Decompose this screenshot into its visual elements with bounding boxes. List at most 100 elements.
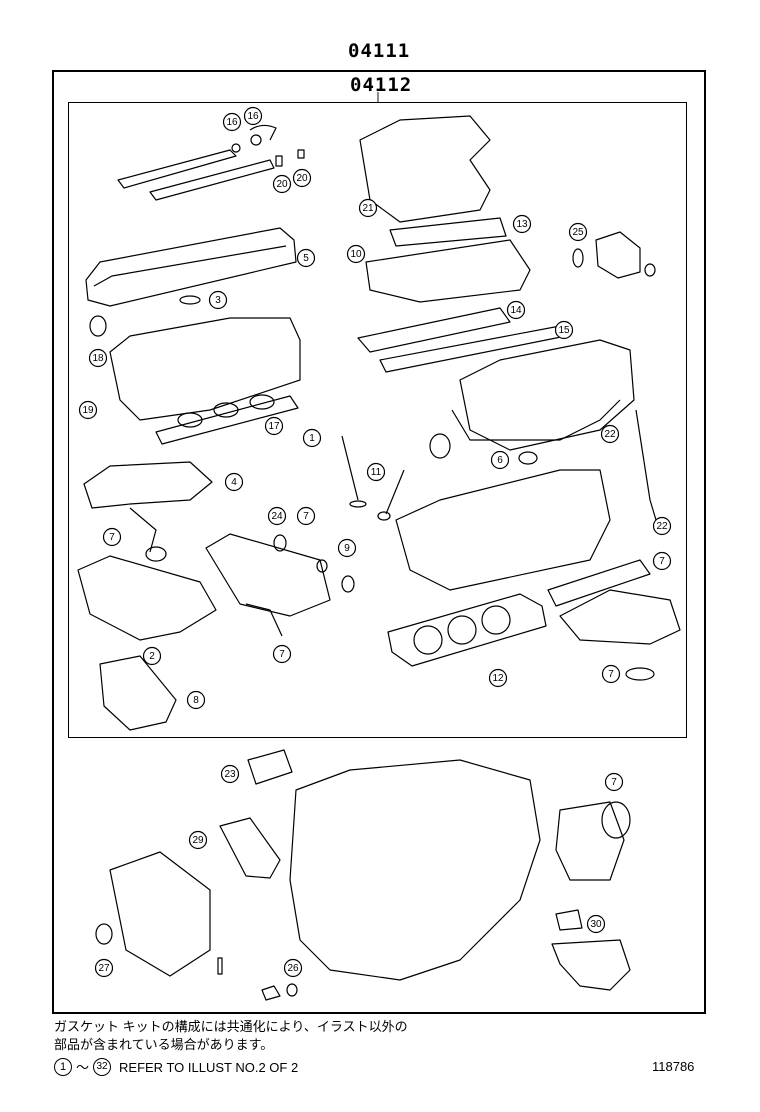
callout-15: 15 xyxy=(554,320,574,340)
left-head-cover-part xyxy=(85,227,297,307)
callout-label: 15 xyxy=(558,325,570,336)
callout-30: 30 xyxy=(586,914,606,934)
callout-25: 25 xyxy=(568,222,588,242)
callout-5: 5 xyxy=(296,248,316,268)
callout-21: 21 xyxy=(358,198,378,218)
refer-tilde: 〜 xyxy=(76,1059,90,1075)
callout-label: 20 xyxy=(296,173,308,184)
valve-part xyxy=(341,435,405,521)
callout-label: 11 xyxy=(371,467,382,478)
callout-label: 16 xyxy=(247,111,259,122)
callout-label: 13 xyxy=(516,219,528,230)
callout-29: 29 xyxy=(188,830,208,850)
callout-22: 22 xyxy=(652,516,672,536)
callout-22: 22 xyxy=(600,424,620,444)
right-cylinder-head-part xyxy=(395,339,657,591)
callout-label: 8 xyxy=(193,695,199,706)
refer-line: 1 〜 32 REFER TO ILLUST NO.2 OF 2 xyxy=(54,1058,298,1076)
callout-7: 7 xyxy=(604,772,624,792)
outer-kit-frame xyxy=(52,70,706,1014)
callout-1: 1 xyxy=(302,428,322,448)
callout-14: 14 xyxy=(506,300,526,320)
left-cylinder-head-part xyxy=(89,315,301,445)
japanese-note-line1: ガスケット キットの構成には共通化により、イラスト以外の xyxy=(54,1019,408,1034)
callout-label: 16 xyxy=(226,117,238,128)
left-exhaust-manifold-part xyxy=(83,461,213,562)
callout-label: 30 xyxy=(590,919,602,930)
intake-manifold-part xyxy=(357,115,567,373)
right-exhaust-manifold-part xyxy=(547,559,681,681)
refer-text: REFER TO ILLUST NO.2 OF 2 xyxy=(119,1059,299,1075)
water-outlet-part xyxy=(572,231,656,279)
engine-block-part xyxy=(95,749,631,1001)
callout-16: 16 xyxy=(222,112,242,132)
timing-cover-part xyxy=(77,533,355,731)
refer-range-start-badge: 1 xyxy=(54,1058,72,1076)
callout-3: 3 xyxy=(208,290,228,310)
callout-label: 7 xyxy=(659,556,665,567)
inner-kit-frame xyxy=(68,102,687,738)
callout-label: 25 xyxy=(572,227,584,238)
callout-label: 22 xyxy=(656,521,668,532)
callout-label: 7 xyxy=(611,777,617,788)
inner-kit-code: 04112 xyxy=(350,74,413,96)
outer-kit-code: 04111 xyxy=(348,40,411,62)
callout-label: 7 xyxy=(109,532,115,543)
callout-27: 27 xyxy=(94,958,114,978)
callout-20: 20 xyxy=(292,168,312,188)
callout-23: 23 xyxy=(220,764,240,784)
callout-label: 29 xyxy=(192,835,204,846)
refer-range-end-badge: 32 xyxy=(93,1058,112,1076)
callout-label: 7 xyxy=(608,669,614,680)
callout-label: 2 xyxy=(149,651,155,662)
callout-26: 26 xyxy=(283,958,303,978)
callout-label: 6 xyxy=(497,455,503,466)
callout-7: 7 xyxy=(272,644,292,664)
callout-label: 27 xyxy=(98,963,110,974)
callout-11: 11 xyxy=(366,462,386,482)
callout-8: 8 xyxy=(186,690,206,710)
callout-label: 3 xyxy=(215,295,221,306)
callout-label: 21 xyxy=(362,203,374,214)
callout-label: 18 xyxy=(92,353,104,364)
callout-7: 7 xyxy=(652,551,672,571)
callout-label: 23 xyxy=(224,769,236,780)
callout-label: 7 xyxy=(279,649,285,660)
callout-label: 12 xyxy=(492,673,504,684)
callout-9: 9 xyxy=(337,538,357,558)
callout-16: 16 xyxy=(243,106,263,126)
callout-label: 4 xyxy=(231,477,237,488)
japanese-note-line2: 部品が含まれている場合があります。 xyxy=(54,1037,274,1052)
callout-label: 17 xyxy=(268,421,280,432)
callout-label: 20 xyxy=(276,179,288,190)
callout-label: 10 xyxy=(350,249,362,260)
callout-6: 6 xyxy=(490,450,510,470)
callout-13: 13 xyxy=(512,214,532,234)
callout-label: 5 xyxy=(303,253,309,264)
callout-7: 7 xyxy=(296,506,316,526)
callout-7: 7 xyxy=(102,527,122,547)
callout-label: 24 xyxy=(271,511,283,522)
callout-label: 1 xyxy=(309,433,315,444)
callout-18: 18 xyxy=(88,348,108,368)
callout-label: 19 xyxy=(82,405,94,416)
head-gasket-part xyxy=(387,593,547,667)
callout-label: 7 xyxy=(303,511,309,522)
callout-label: 26 xyxy=(287,963,299,974)
callout-label: 22 xyxy=(604,429,616,440)
callout-label: 14 xyxy=(510,305,522,316)
illustration-number: 118786 xyxy=(652,1059,695,1074)
callout-label: 9 xyxy=(344,543,350,554)
callout-2: 2 xyxy=(142,646,162,666)
callout-10: 10 xyxy=(346,244,366,264)
valve-cover-rail-part xyxy=(117,124,305,201)
callout-20: 20 xyxy=(272,174,292,194)
callout-24: 24 xyxy=(267,506,287,526)
callout-12: 12 xyxy=(488,668,508,688)
callout-17: 17 xyxy=(264,416,284,436)
callout-19: 19 xyxy=(78,400,98,420)
callout-4: 4 xyxy=(224,472,244,492)
callout-7: 7 xyxy=(601,664,621,684)
